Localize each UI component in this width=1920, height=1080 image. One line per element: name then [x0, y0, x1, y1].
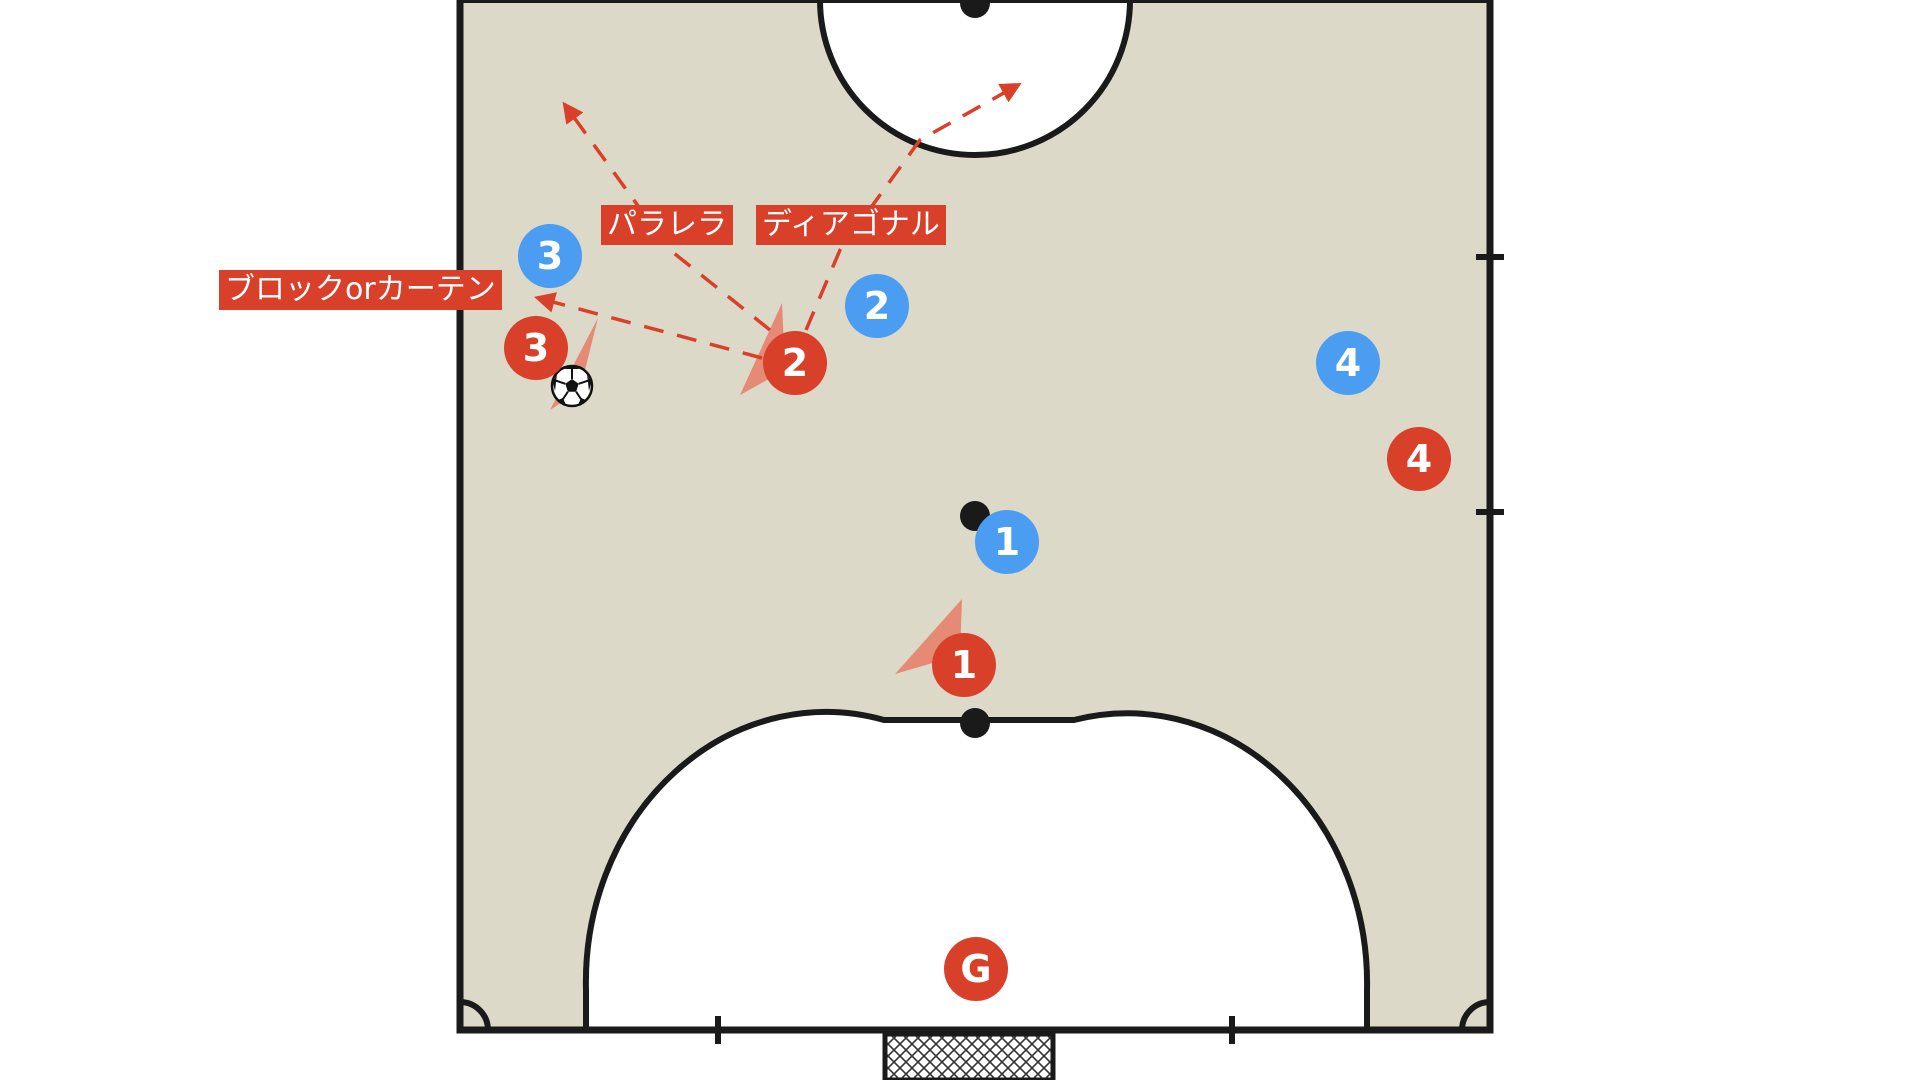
- goalkeeper: G: [944, 937, 1008, 1001]
- goal-net-icon: [882, 1031, 1056, 1080]
- attacker-4: 4: [1387, 427, 1451, 491]
- corner-arc-left: [459, 999, 491, 1031]
- attacker-1: 1: [932, 633, 996, 697]
- label-parallel: パラレラ: [601, 205, 733, 245]
- defender-3: 3: [518, 224, 582, 288]
- arrow-block: [533, 292, 763, 360]
- arrow-parallel: [562, 101, 772, 332]
- penalty-spot: [960, 708, 990, 738]
- label-block-or-curtain: ブロックorカーテン: [219, 270, 502, 310]
- center-circle: [817, 0, 1133, 158]
- corner-arc-right: [1459, 999, 1491, 1031]
- defender-1: 1: [975, 510, 1039, 574]
- soccer-ball-icon: [550, 364, 594, 408]
- center-spot: [960, 0, 990, 18]
- defender-4: 4: [1316, 331, 1380, 395]
- attacker-3: 3: [504, 316, 568, 380]
- defender-2: 2: [845, 274, 909, 338]
- label-diagonal: ディアゴナル: [756, 205, 946, 245]
- pass-arrows: [533, 82, 1022, 360]
- attacker-2: 2: [763, 331, 827, 395]
- arrow-diagonal: [804, 82, 1022, 331]
